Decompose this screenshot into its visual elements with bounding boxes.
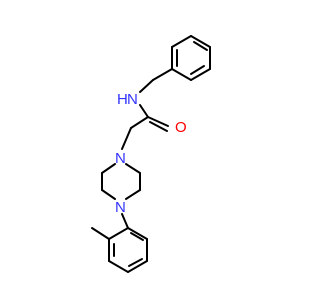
n-aryl-bond [121, 213, 129, 229]
carbonyl-bond [147, 116, 169, 127]
tolyl-bond-1 [127, 227, 148, 240]
methyl-bond [91, 227, 110, 240]
tolyl-bond-3 [127, 260, 148, 273]
alpha-carbon-bond [130, 116, 149, 129]
phenyl-top-inner-2 [190, 65, 205, 75]
phenyl-top-inner-1 [193, 41, 208, 51]
piperazine-nitrogen-1-label: N [115, 150, 126, 167]
phenyl-top-bond-6 [171, 35, 192, 48]
phenyl-top-bond-3 [190, 68, 211, 81]
piperazine-nitrogen-4-label: N [115, 199, 126, 216]
tolyl-bond-6 [108, 227, 129, 240]
piperazine-bond-3 [125, 189, 141, 200]
piperazine-bond-1 [125, 163, 141, 174]
tolyl-inner-2 [128, 258, 143, 267]
amide-n-c-bond [139, 104, 149, 118]
piperazine-bond-4 [101, 189, 116, 200]
phenyl-top-bond-1 [190, 35, 211, 48]
carbonyl-oxygen-label: O [175, 119, 187, 136]
carbonyl-double-bond [149, 121, 168, 132]
amide-hydrogen-label: H [117, 91, 128, 108]
bond-lines [91, 35, 211, 273]
alpha-n-bond [121, 127, 132, 150]
chemical-structure-diagram: N H O N N [91, 35, 211, 273]
tolyl-bond-4 [108, 260, 129, 273]
piperazine-bond-6 [101, 163, 116, 174]
ethyl-bond-2 [139, 79, 154, 93]
amide-nitrogen-label: N [127, 91, 138, 108]
phenyl-top-bond-4 [171, 68, 192, 81]
ethyl-bond-1 [152, 68, 173, 81]
tolyl-inner-1 [130, 232, 144, 241]
